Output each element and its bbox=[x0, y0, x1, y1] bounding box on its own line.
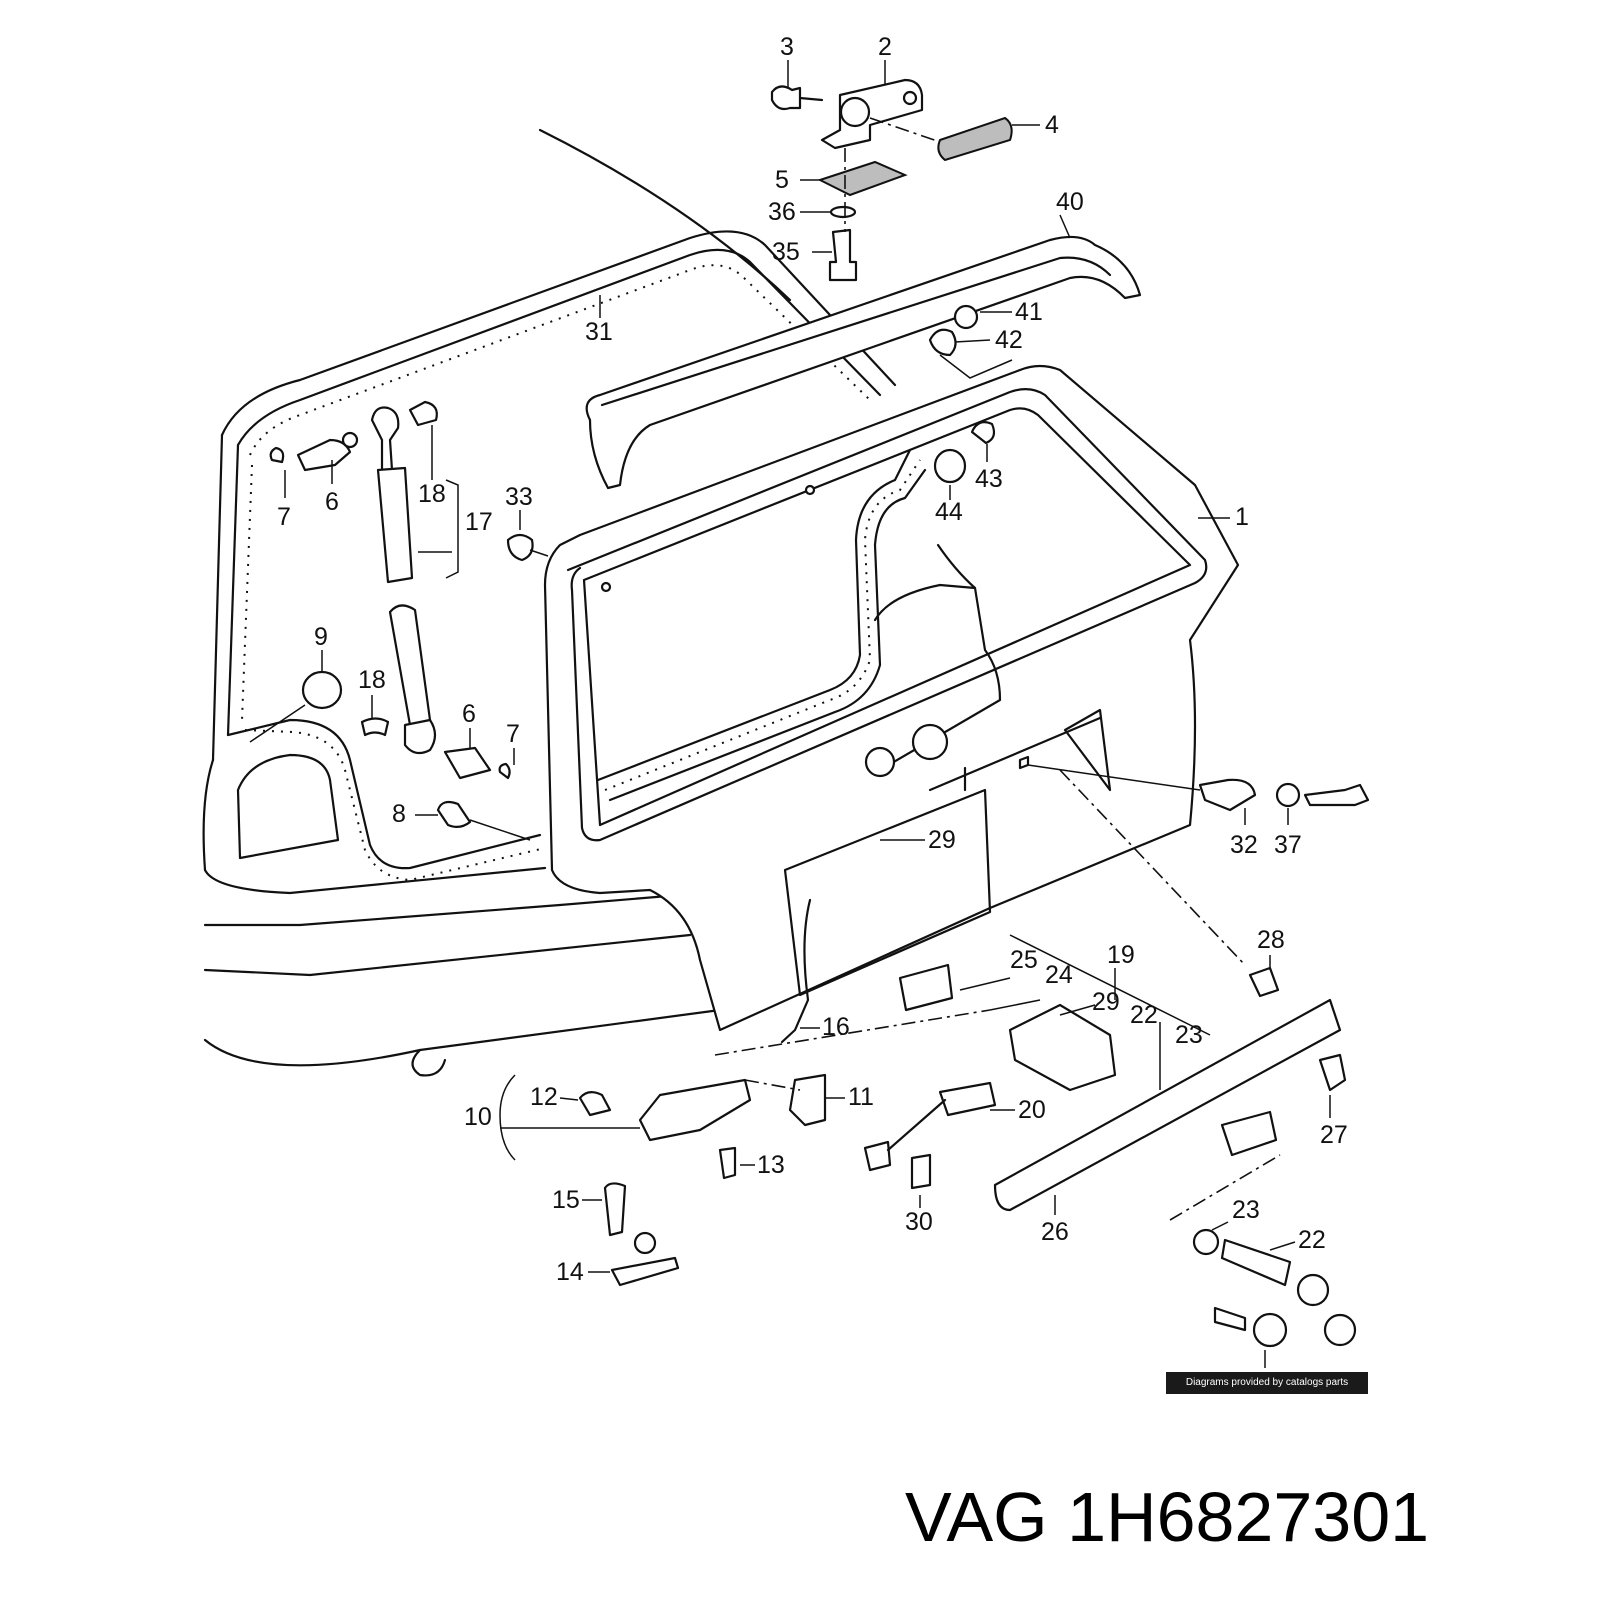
callout-40: 40 bbox=[1056, 188, 1084, 216]
callout-4: 4 bbox=[1045, 111, 1059, 139]
callout-33: 33 bbox=[505, 483, 533, 511]
callout-29-upper: 29 bbox=[928, 826, 956, 854]
callout-18-upper: 18 bbox=[418, 480, 446, 508]
part-number-title: VAG 1H6827301 bbox=[905, 1478, 1430, 1556]
callout-2: 2 bbox=[878, 33, 892, 61]
callout-6-lower: 6 bbox=[462, 700, 476, 728]
gas-strut-lower bbox=[301, 533, 534, 829]
callout-44: 44 bbox=[935, 498, 963, 526]
callout-28: 28 bbox=[1257, 926, 1285, 954]
callout-8: 8 bbox=[392, 800, 406, 828]
callout-22-upper: 22 bbox=[1130, 1001, 1158, 1029]
callout-23-upper: 23 bbox=[1175, 1021, 1203, 1049]
callout-19: 19 bbox=[1107, 941, 1135, 969]
callout-42: 42 bbox=[995, 326, 1023, 354]
diagram-credit: Diagrams provided by catalogs parts bbox=[1166, 1372, 1368, 1394]
callout-10: 10 bbox=[464, 1103, 492, 1131]
hinge-assembly bbox=[770, 78, 1013, 282]
callout-24: 24 bbox=[1045, 961, 1073, 989]
callout-26: 26 bbox=[1041, 1218, 1069, 1246]
callout-31: 31 bbox=[585, 318, 613, 346]
callout-1: 1 bbox=[1235, 503, 1249, 531]
callout-18-lower: 18 bbox=[358, 666, 386, 694]
callout-14: 14 bbox=[556, 1258, 584, 1286]
callout-27: 27 bbox=[1320, 1121, 1348, 1149]
callout-7-lower: 7 bbox=[506, 720, 520, 748]
tailgate-panel bbox=[543, 364, 1240, 1032]
callout-36: 36 bbox=[768, 198, 796, 226]
callout-32: 32 bbox=[1230, 831, 1258, 859]
right-fittings bbox=[928, 304, 1370, 812]
callout-41: 41 bbox=[1015, 298, 1043, 326]
callout-35: 35 bbox=[772, 238, 800, 266]
callout-3: 3 bbox=[780, 33, 794, 61]
callout-13: 13 bbox=[757, 1151, 785, 1179]
callout-20: 20 bbox=[1018, 1096, 1046, 1124]
rear-spoiler bbox=[585, 235, 1142, 490]
callout-11: 11 bbox=[848, 1083, 874, 1111]
gas-strut-upper bbox=[269, 400, 438, 584]
lock-and-handle-parts bbox=[578, 898, 1357, 1348]
leader-lines bbox=[249, 60, 1331, 1368]
callout-23-lower: 23 bbox=[1232, 1196, 1260, 1224]
callout-16: 16 bbox=[822, 1013, 850, 1041]
callout-labels: 1 2 3 4 5 6 6 7 7 8 9 10 11 12 13 14 15 … bbox=[277, 33, 1348, 1286]
callout-30: 30 bbox=[905, 1208, 933, 1236]
callout-6-upper: 6 bbox=[325, 488, 339, 516]
callout-5: 5 bbox=[775, 166, 789, 194]
car-body bbox=[202, 128, 897, 1077]
callout-25: 25 bbox=[1010, 946, 1038, 974]
callout-29-lower: 29 bbox=[1092, 988, 1120, 1016]
callout-7-upper: 7 bbox=[277, 503, 291, 531]
callout-9: 9 bbox=[314, 623, 328, 651]
callout-37: 37 bbox=[1274, 831, 1302, 859]
callout-12: 12 bbox=[530, 1083, 558, 1111]
callout-22-lower: 22 bbox=[1298, 1226, 1326, 1254]
callout-43: 43 bbox=[975, 465, 1003, 493]
callout-15: 15 bbox=[552, 1186, 580, 1214]
callout-17: 17 bbox=[465, 508, 493, 536]
